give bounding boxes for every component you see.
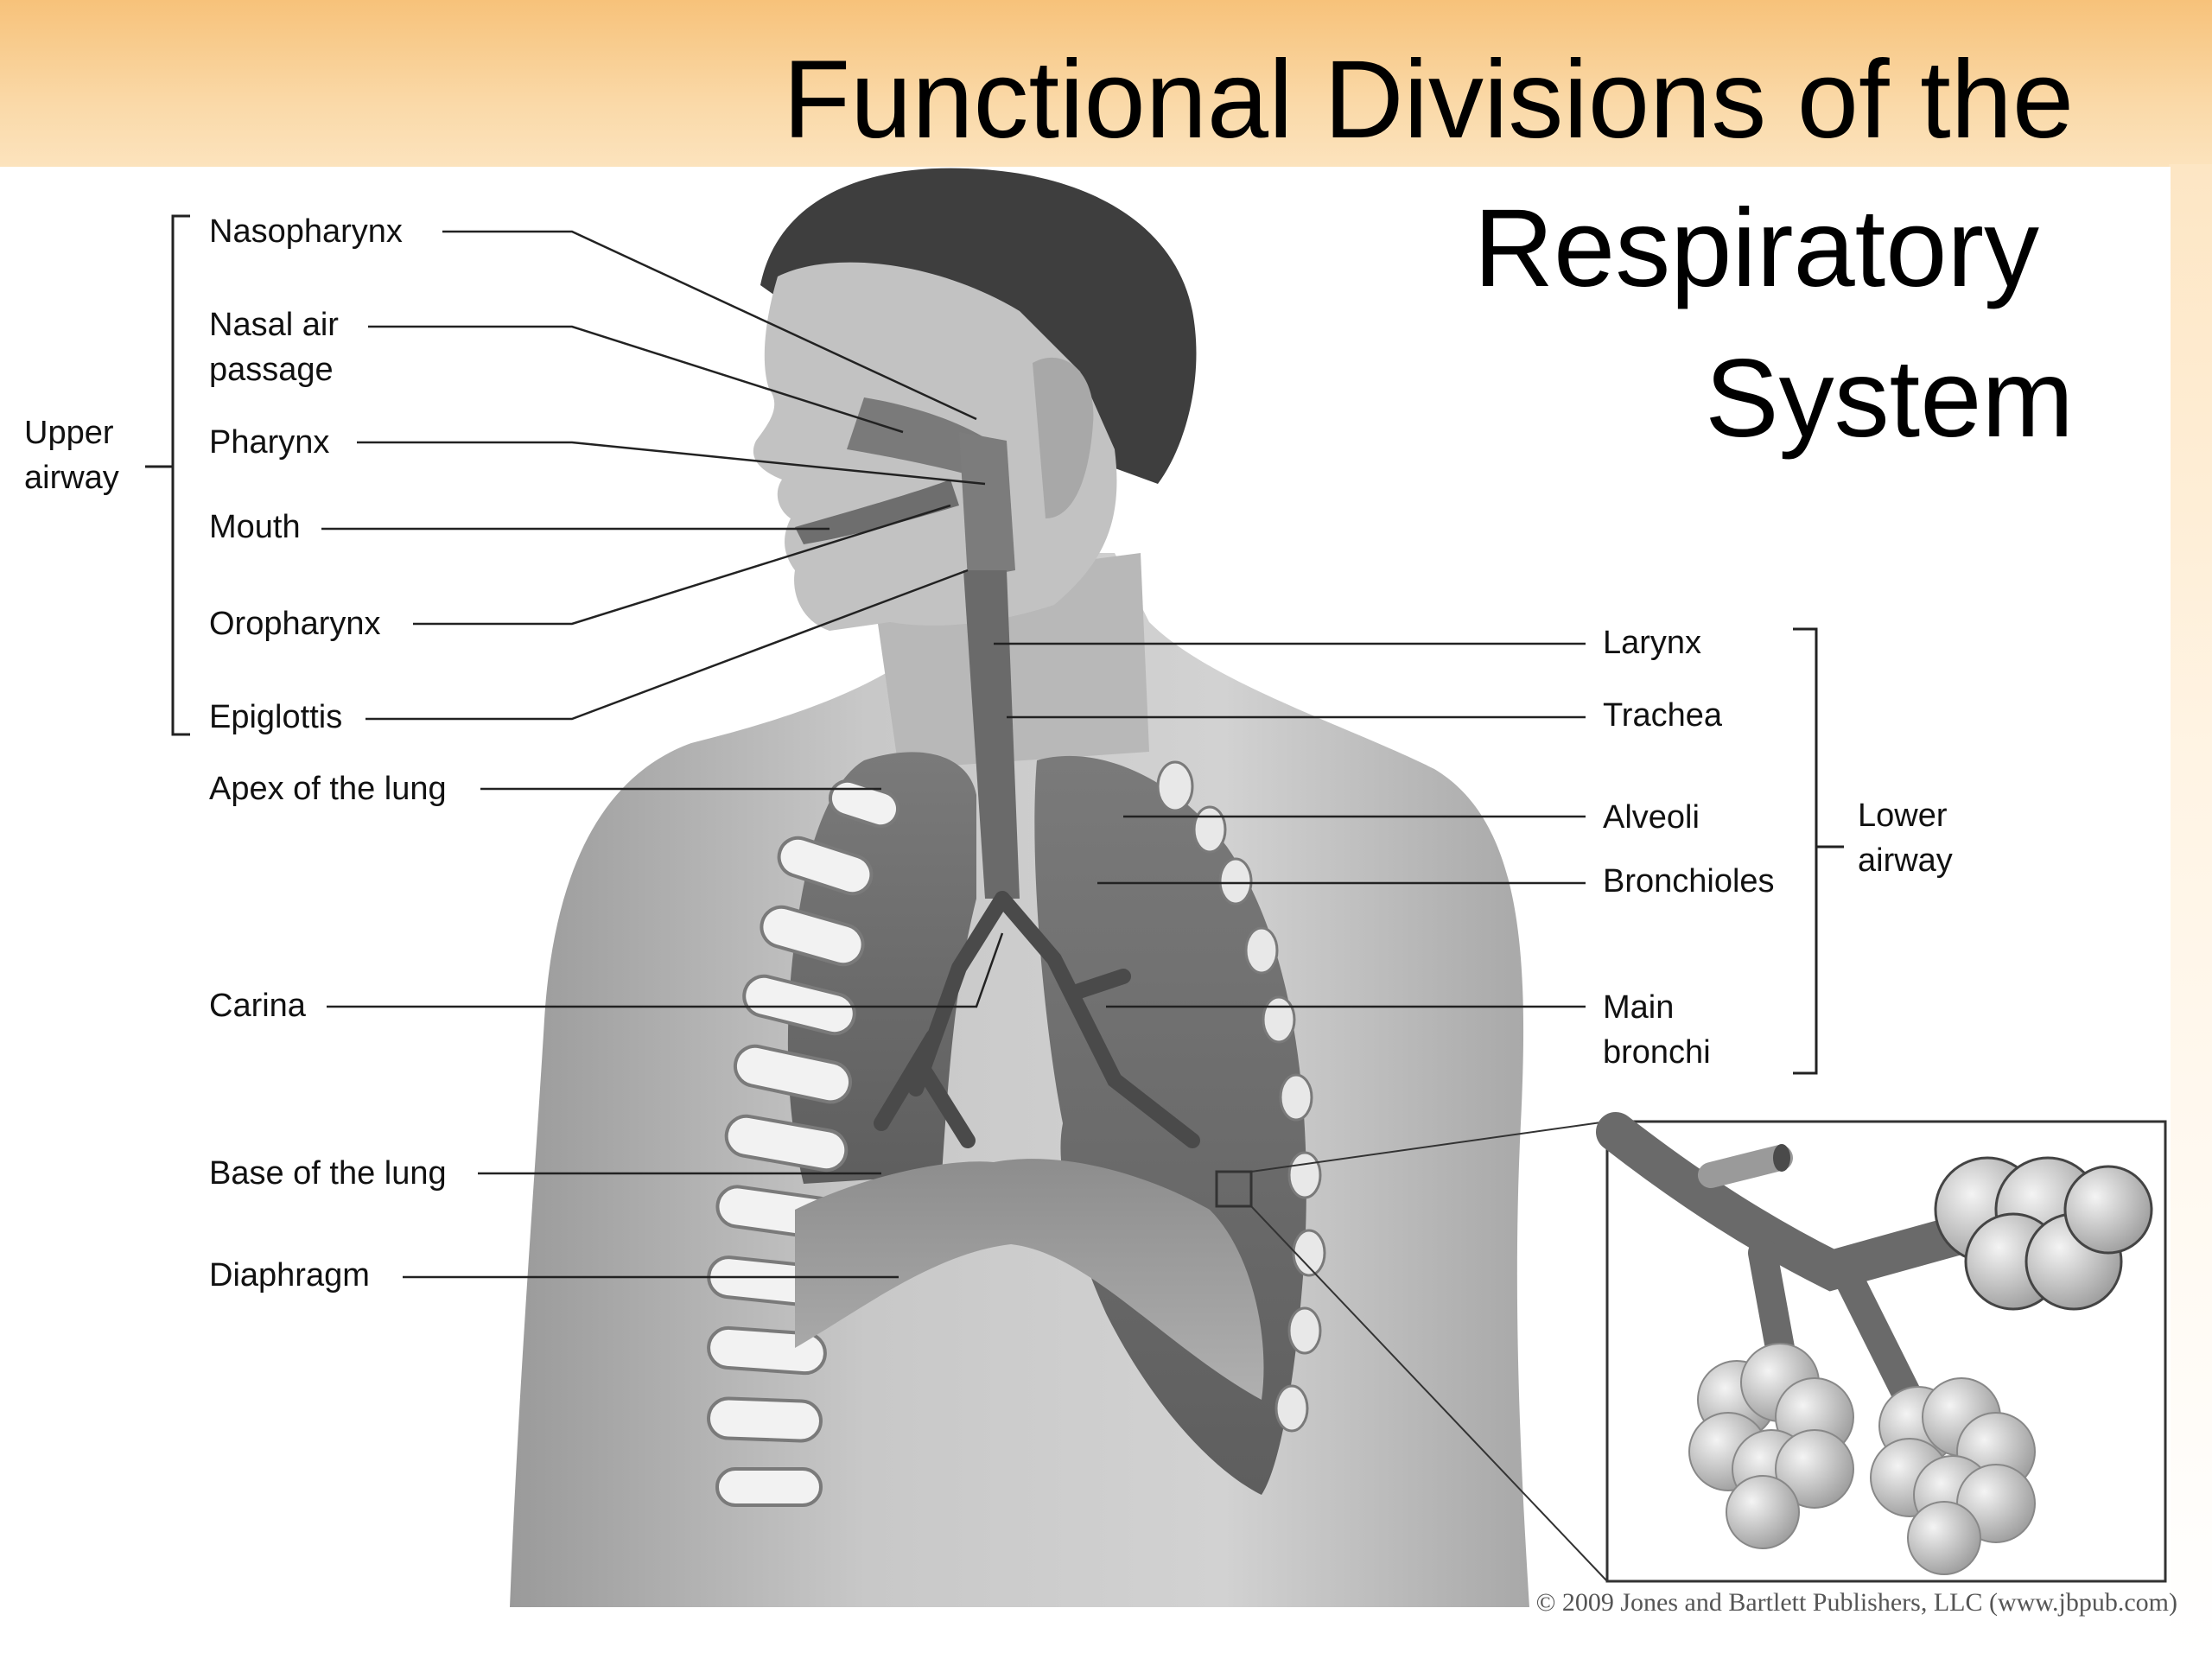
- label-text: passage: [209, 352, 334, 388]
- label-main-bronchi: Main bronchi: [1603, 985, 1711, 1075]
- copyright-notice: © 2009 Jones and Bartlett Publishers, LL…: [1535, 1588, 2177, 1617]
- label-nasal-air-passage: Nasal air passage: [209, 302, 339, 392]
- label-apex-of-the-lung: Apex of the lung: [209, 766, 447, 811]
- lower-airway-line-2: airway: [1858, 842, 1953, 879]
- label-pharynx: Pharynx: [209, 420, 329, 465]
- label-text: Carina: [209, 988, 306, 1024]
- slide-title-line-3: System: [1705, 337, 2074, 461]
- pharynx-shape: [959, 432, 1015, 579]
- label-text: Mouth: [209, 509, 301, 545]
- header-band: [0, 0, 2212, 173]
- label-nasopharynx: Nasopharynx: [209, 209, 403, 254]
- label-text: Diaphragm: [209, 1257, 370, 1294]
- label-text: Alveoli: [1603, 799, 1700, 836]
- slide-title-line-1: Functional Divisions of the: [782, 38, 2074, 162]
- right-edge-fade: [2169, 164, 2212, 1659]
- label-alveoli: Alveoli: [1603, 795, 1700, 840]
- label-diaphragm: Diaphragm: [209, 1253, 370, 1298]
- label-text: Larynx: [1603, 625, 1702, 661]
- upper-airway-label: Upper airway: [24, 410, 119, 500]
- label-text: Nasal air: [209, 307, 339, 343]
- label-text: Base of the lung: [209, 1155, 447, 1192]
- label-bronchioles: Bronchioles: [1603, 859, 1775, 904]
- label-text: Epiglottis: [209, 699, 343, 735]
- label-text: bronchi: [1603, 1034, 1711, 1071]
- label-mouth: Mouth: [209, 505, 301, 550]
- inset-capillary-net: [1934, 1156, 2153, 1311]
- label-oropharynx: Oropharynx: [209, 601, 381, 646]
- upper-airway-line-2: airway: [24, 460, 119, 496]
- label-text: Oropharynx: [209, 606, 381, 642]
- rib-tips-right: [1156, 760, 1326, 1433]
- upper-airway-line-1: Upper: [24, 415, 114, 451]
- label-text: Apex of the lung: [209, 771, 447, 807]
- lower-airway-line-1: Lower: [1858, 798, 1948, 834]
- label-text: Pharynx: [209, 424, 330, 461]
- inset-alveolar-sac-right: [1870, 1377, 2036, 1575]
- diaphragm-shape: [795, 1159, 1264, 1400]
- lower-airway-bracket: [1793, 627, 1844, 1075]
- mouth-airway: [795, 480, 959, 544]
- label-text: Main: [1603, 989, 1675, 1026]
- leader-lines: [321, 230, 1586, 1279]
- upper-airway-bracket: [145, 214, 190, 736]
- label-trachea: Trachea: [1603, 693, 1722, 738]
- label-text: Nasopharynx: [209, 213, 403, 250]
- label-text: Trachea: [1603, 697, 1722, 734]
- ear-shape: [1033, 357, 1094, 518]
- trachea-shape: [963, 570, 1020, 899]
- lower-airway-label: Lower airway: [1858, 793, 1953, 883]
- inset-alveolar-sac-left: [1688, 1343, 1854, 1549]
- label-larynx: Larynx: [1603, 620, 1701, 665]
- label-text: Bronchioles: [1603, 863, 1775, 899]
- label-carina: Carina: [209, 983, 306, 1028]
- label-base-of-the-lung: Base of the lung: [209, 1151, 447, 1196]
- bronchi-shape: [874, 891, 1200, 1148]
- inset-source-marker: [1215, 1170, 1253, 1208]
- label-epiglottis: Epiglottis: [209, 695, 342, 740]
- slide-title-line-2: Respiratory: [1473, 187, 2039, 310]
